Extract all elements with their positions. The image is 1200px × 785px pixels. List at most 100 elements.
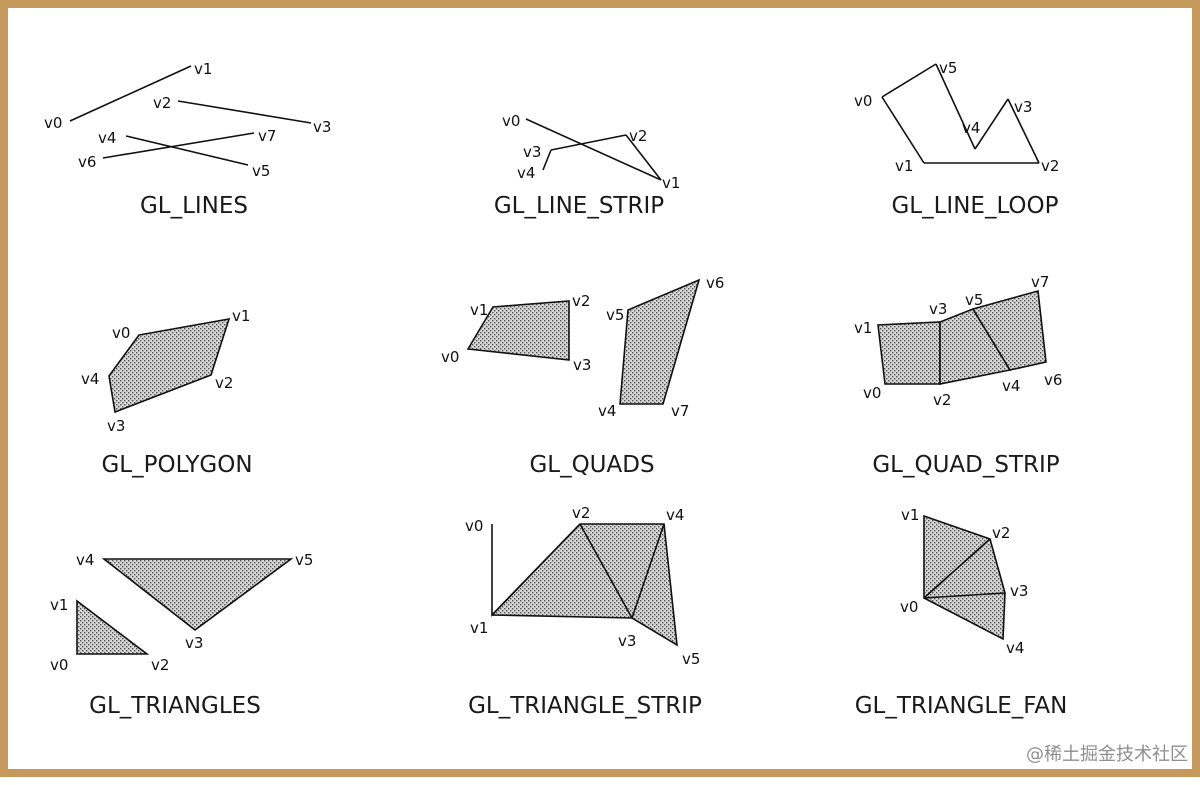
line-strip-vertex-label-v3: v3: [523, 143, 541, 161]
triangles-face-0: [76, 599, 150, 655]
quads-vertex-label-v3: v3: [573, 356, 591, 374]
line-loop-edge-v5-v0: [881, 63, 937, 98]
quad-strip-vertex-label-v0: v0: [863, 384, 881, 402]
quads-vertex-label-v6: v6: [706, 274, 724, 292]
triangle-strip-vertex-label-v4: v4: [666, 506, 684, 524]
lines-vertex-label-v3: v3: [313, 118, 331, 136]
line-loop-vertex-label-v1: v1: [895, 157, 913, 175]
line-loop-edge-v3-v4: [974, 98, 1009, 150]
quads-vertex-label-v0: v0: [441, 348, 459, 366]
quads-face-1: [619, 278, 701, 405]
quads-vertex-label-v7: v7: [671, 402, 689, 420]
line-loop-vertex-label-v0: v0: [854, 92, 872, 110]
quad-strip-face-2: [971, 289, 1047, 371]
line-strip-vertex-label-v1: v1: [662, 174, 680, 192]
quad-strip-vertex-label-v3: v3: [929, 300, 947, 318]
lines-edge-v6-v7: [102, 132, 255, 159]
lines-vertex-label-v7: v7: [258, 127, 276, 145]
triangle-fan-face-0: [923, 514, 1006, 641]
quad-strip-vertex-label-v6: v6: [1044, 371, 1062, 389]
polygon-title: GL_POLYGON: [101, 452, 252, 478]
quad-strip-title: GL_QUAD_STRIP: [872, 452, 1059, 478]
lines-edge-v2-v3: [177, 100, 312, 124]
quads-title: GL_QUADS: [529, 452, 654, 478]
lines-vertex-label-v6: v6: [78, 153, 96, 171]
quads-vertex-label-v4: v4: [598, 402, 616, 420]
triangles-vertex-label-v1: v1: [50, 596, 68, 614]
quad-strip-vertex-label-v5: v5: [965, 291, 983, 309]
triangle-fan-vertex-label-v0: v0: [900, 598, 918, 616]
lines-vertex-label-v5: v5: [252, 162, 270, 180]
quad-strip-vertex-label-v2: v2: [933, 391, 951, 409]
triangles-title: GL_TRIANGLES: [89, 693, 261, 719]
polygon-vertex-label-v4: v4: [81, 370, 99, 388]
line-strip-title: GL_LINE_STRIP: [494, 193, 664, 219]
polygon-vertex-label-v2: v2: [215, 374, 233, 392]
line-loop-vertex-label-v4: v4: [962, 119, 980, 137]
lines-vertex-label-v1: v1: [194, 60, 212, 78]
line-loop-edge-v0-v1: [881, 96, 925, 164]
quad-strip-face-0: [877, 321, 941, 385]
triangles-vertex-label-v3: v3: [185, 634, 203, 652]
triangle-fan-edge-v0-v3: [923, 592, 1006, 599]
quads-vertex-label-v5: v5: [606, 306, 624, 324]
lines-title: GL_LINES: [140, 193, 248, 219]
triangle-strip-vertex-label-v0: v0: [465, 517, 483, 535]
line-strip-edge-v3-v4: [542, 149, 552, 171]
line-loop-title: GL_LINE_LOOP: [891, 193, 1058, 219]
line-strip-edge-v1-v2: [625, 134, 662, 181]
line-loop-vertex-label-v2: v2: [1041, 157, 1059, 175]
quads-vertex-label-v2: v2: [572, 292, 590, 310]
triangle-strip-edge-v2-v3: [579, 523, 633, 619]
quad-strip-vertex-label-v4: v4: [1002, 377, 1020, 395]
line-strip-vertex-label-v4: v4: [517, 164, 535, 182]
triangle-fan-edge-v0-v2: [923, 538, 991, 599]
polygon-vertex-label-v3: v3: [107, 417, 125, 435]
triangle-strip-edge-v3-v4: [631, 523, 665, 619]
polygon-vertex-label-v0: v0: [112, 324, 130, 342]
triangle-fan-vertex-label-v4: v4: [1006, 639, 1024, 657]
triangle-fan-vertex-label-v3: v3: [1010, 582, 1028, 600]
line-loop-vertex-label-v3: v3: [1014, 98, 1032, 116]
lines-vertex-label-v0: v0: [44, 114, 62, 132]
triangle-strip-vertex-label-v3: v3: [618, 632, 636, 650]
polygon-face-0: [108, 317, 231, 414]
lines-vertex-label-v2: v2: [153, 94, 171, 112]
quads-face-0: [466, 300, 570, 361]
triangles-vertex-label-v2: v2: [151, 656, 169, 674]
line-loop-edge-v4-v5: [935, 63, 976, 150]
triangle-fan-vertex-label-v1: v1: [901, 506, 919, 524]
triangle-strip-vertex-label-v5: v5: [682, 650, 700, 668]
quad-strip-vertex-label-v7: v7: [1031, 273, 1049, 291]
lines-edge-v0-v1: [69, 65, 192, 122]
lines-edge-v4-v5: [125, 135, 249, 166]
watermark: @稀土掘金技术社区: [1026, 744, 1188, 765]
quads-vertex-label-v1: v1: [470, 301, 488, 319]
primitives-diagram: v0v1v2v3v4v5v6v7GL_LINESv0v1v2v3v4GL_LIN…: [44, 59, 1188, 765]
lines-vertex-label-v4: v4: [98, 129, 116, 147]
line-loop-vertex-label-v5: v5: [939, 59, 957, 77]
triangle-fan-title: GL_TRIANGLE_FAN: [855, 693, 1068, 719]
triangle-strip-vertex-label-v2: v2: [572, 504, 590, 522]
triangles-vertex-label-v5: v5: [295, 551, 313, 569]
polygon-vertex-label-v1: v1: [232, 307, 250, 325]
triangle-strip-title: GL_TRIANGLE_STRIP: [468, 693, 702, 719]
line-strip-vertex-label-v2: v2: [629, 127, 647, 145]
triangle-strip-face-0: [491, 523, 678, 647]
triangle-fan-vertex-label-v2: v2: [992, 524, 1010, 542]
line-strip-edge-v2-v3: [550, 134, 627, 151]
triangles-vertex-label-v4: v4: [76, 551, 94, 569]
triangles-face-1: [101, 558, 294, 632]
line-loop-edge-v2-v3: [1007, 98, 1040, 164]
triangle-strip-edge-v1-v2: [491, 523, 581, 616]
line-strip-edge-v0-v1: [525, 118, 662, 181]
